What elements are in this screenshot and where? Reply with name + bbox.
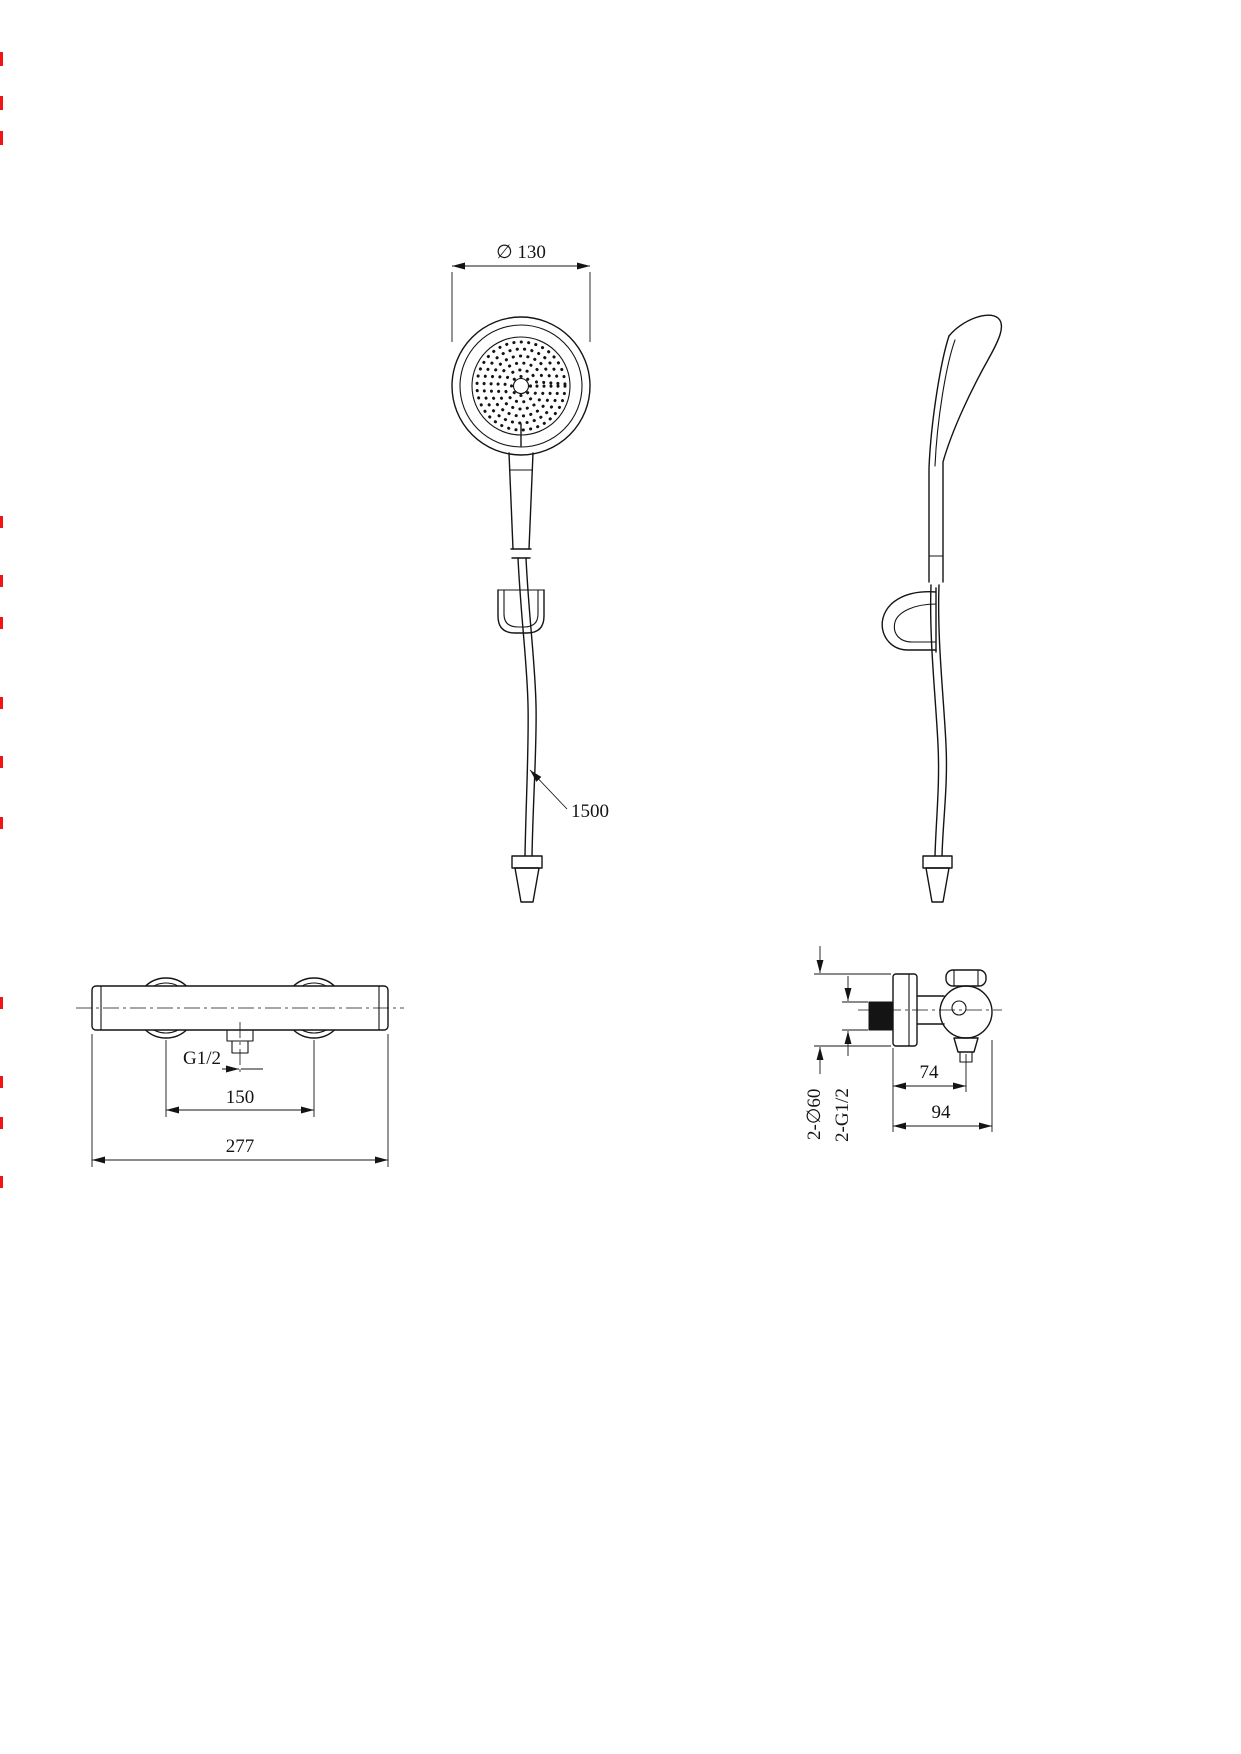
mixer-side-view: 2-∅60 2-G1/2 74 94: [804, 946, 1002, 1142]
handshower-front-view: ∅ 130 1500: [451, 242, 609, 903]
handshower-side-view: [881, 314, 1003, 903]
dim-hose-length-label: 1500: [571, 801, 609, 822]
dim-inlet-thread-label: 2-G1/2: [832, 1088, 853, 1142]
red-edge-marks: [0, 52, 3, 1188]
mixer-front-view: G1/2 150 277: [76, 977, 404, 1167]
dim-outlet-thread-label: G1/2: [183, 1048, 221, 1069]
dim-escutcheon-diameter-label: 2-∅60: [804, 1089, 825, 1140]
dim-head-diameter-label: ∅ 130: [496, 242, 546, 263]
dim-port-spacing-label: 150: [226, 1087, 255, 1108]
dim-bar-width-label: 277: [226, 1136, 255, 1157]
dim-center-depth-label: 74: [920, 1062, 940, 1083]
dim-total-depth-label: 94: [932, 1102, 952, 1123]
spray-nozzle-dots: [475, 340, 567, 432]
